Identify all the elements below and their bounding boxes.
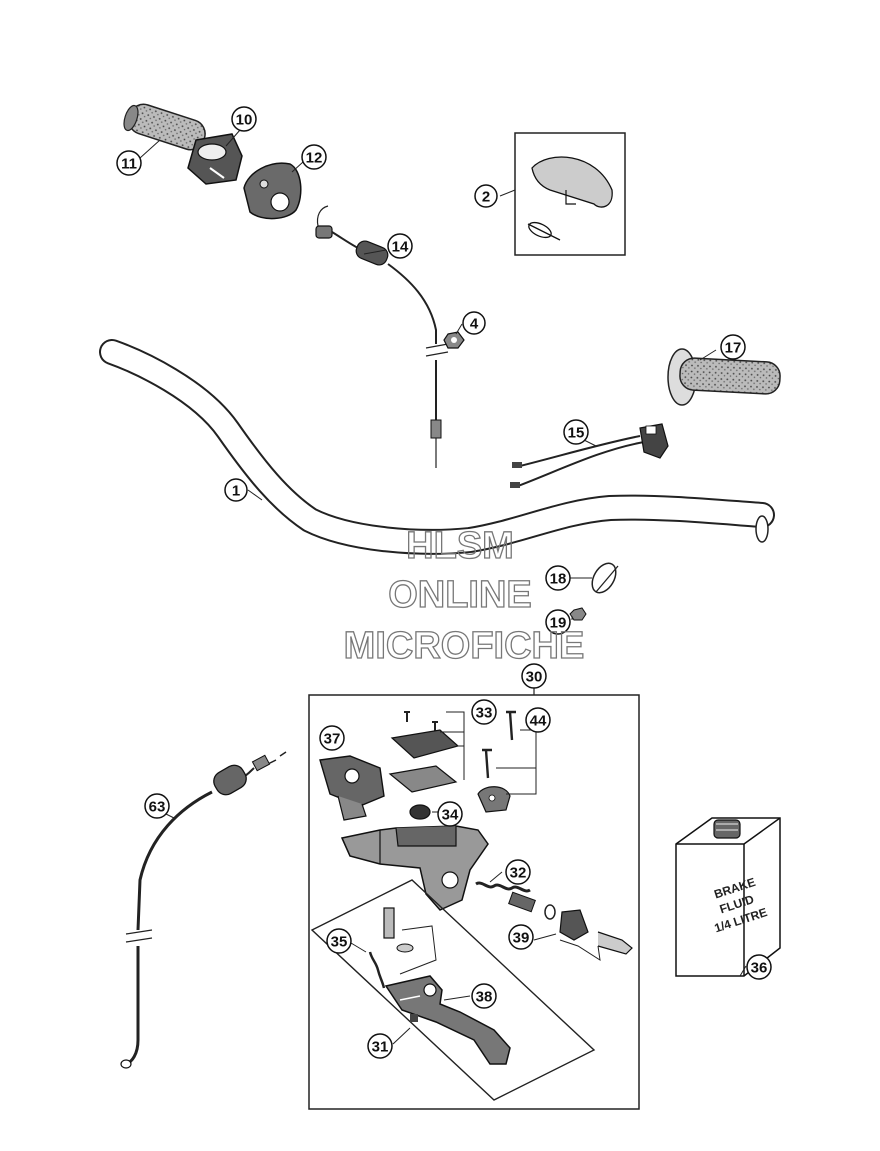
callout-32: 32 xyxy=(505,859,531,885)
brake-lever xyxy=(384,975,511,1065)
clamp-screws xyxy=(477,710,537,813)
callout-34-text: 34 xyxy=(442,807,459,824)
callout-39: 39 xyxy=(508,924,534,950)
callout-38: 38 xyxy=(471,983,497,1009)
callout-32-text: 32 xyxy=(510,865,527,882)
callout-31-text: 31 xyxy=(372,1039,389,1056)
callout-30-text: 30 xyxy=(526,669,543,686)
callout-18: 18 xyxy=(545,565,571,591)
callout-12: 12 xyxy=(301,144,327,170)
nut xyxy=(443,331,465,349)
switch-wiring xyxy=(510,423,669,488)
throttle-cover xyxy=(243,162,302,220)
kill-switch-cable xyxy=(315,205,449,468)
callout-17: 17 xyxy=(720,334,746,360)
callout-4: 4 xyxy=(462,311,486,335)
callout-15-text: 15 xyxy=(568,425,585,442)
lever-bracket xyxy=(319,755,385,821)
callout-11: 11 xyxy=(116,150,142,176)
seal xyxy=(409,804,431,820)
reservoir-cap-screws xyxy=(388,711,465,793)
watermark-line3: MICROFICHE xyxy=(344,625,585,667)
callout-36-text: 36 xyxy=(751,960,768,977)
watermark: HLSM ONLINE MICROFICHE xyxy=(343,524,585,667)
master-cylinder-box xyxy=(308,680,640,1110)
callout-1-text: 1 xyxy=(232,483,240,500)
callout-18-text: 18 xyxy=(550,571,567,588)
callout-35-text: 35 xyxy=(331,934,348,951)
handlebar xyxy=(99,339,775,555)
callout-38-text: 38 xyxy=(476,989,493,1006)
callout-39-text: 39 xyxy=(513,930,530,947)
callout-10: 10 xyxy=(231,106,257,132)
throttle-housing xyxy=(187,133,243,185)
clutch-cable xyxy=(120,751,287,1069)
callout-19-text: 19 xyxy=(550,615,567,632)
callout-37: 37 xyxy=(319,725,345,751)
callout-35: 35 xyxy=(326,928,352,954)
callout-15: 15 xyxy=(563,419,589,445)
callout-63: 63 xyxy=(144,793,170,819)
watermark-line2: ONLINE xyxy=(388,574,532,616)
callout-63-text: 63 xyxy=(149,799,166,816)
callout-14-text: 14 xyxy=(392,239,409,256)
callout-11-text: 11 xyxy=(121,156,137,173)
callout-37-text: 37 xyxy=(324,731,341,748)
boot-pushrod xyxy=(559,909,633,962)
callout-2-text: 2 xyxy=(482,189,490,206)
left-grip xyxy=(667,348,781,406)
callout-1: 1 xyxy=(224,478,248,502)
callout-17-text: 17 xyxy=(725,340,742,357)
callout-4-text: 4 xyxy=(470,316,479,333)
callout-14: 14 xyxy=(387,233,413,259)
brake-fluid-can xyxy=(675,817,781,977)
callout-2: 2 xyxy=(474,184,498,208)
lever-subassembly-box xyxy=(310,879,596,1101)
callout-19: 19 xyxy=(545,609,571,635)
callout-44-text: 44 xyxy=(530,713,547,730)
piston-spring xyxy=(475,881,556,920)
callout-10-text: 10 xyxy=(236,112,253,129)
cover-kit-box xyxy=(514,132,626,256)
callout-33-text: 33 xyxy=(476,705,493,722)
callout-33: 33 xyxy=(471,699,497,725)
callout-36: 36 xyxy=(746,954,772,980)
callout-44: 44 xyxy=(525,707,551,733)
watermark-line1: HLSM xyxy=(406,525,514,567)
lever-pin-spring xyxy=(368,907,437,989)
callout-34: 34 xyxy=(437,801,463,827)
small-nut xyxy=(569,607,587,621)
master-cylinder-body xyxy=(340,825,489,911)
callout-30: 30 xyxy=(521,663,547,689)
callout-12-text: 12 xyxy=(306,150,323,167)
callout-31: 31 xyxy=(367,1033,393,1059)
cable-tie xyxy=(591,562,619,594)
